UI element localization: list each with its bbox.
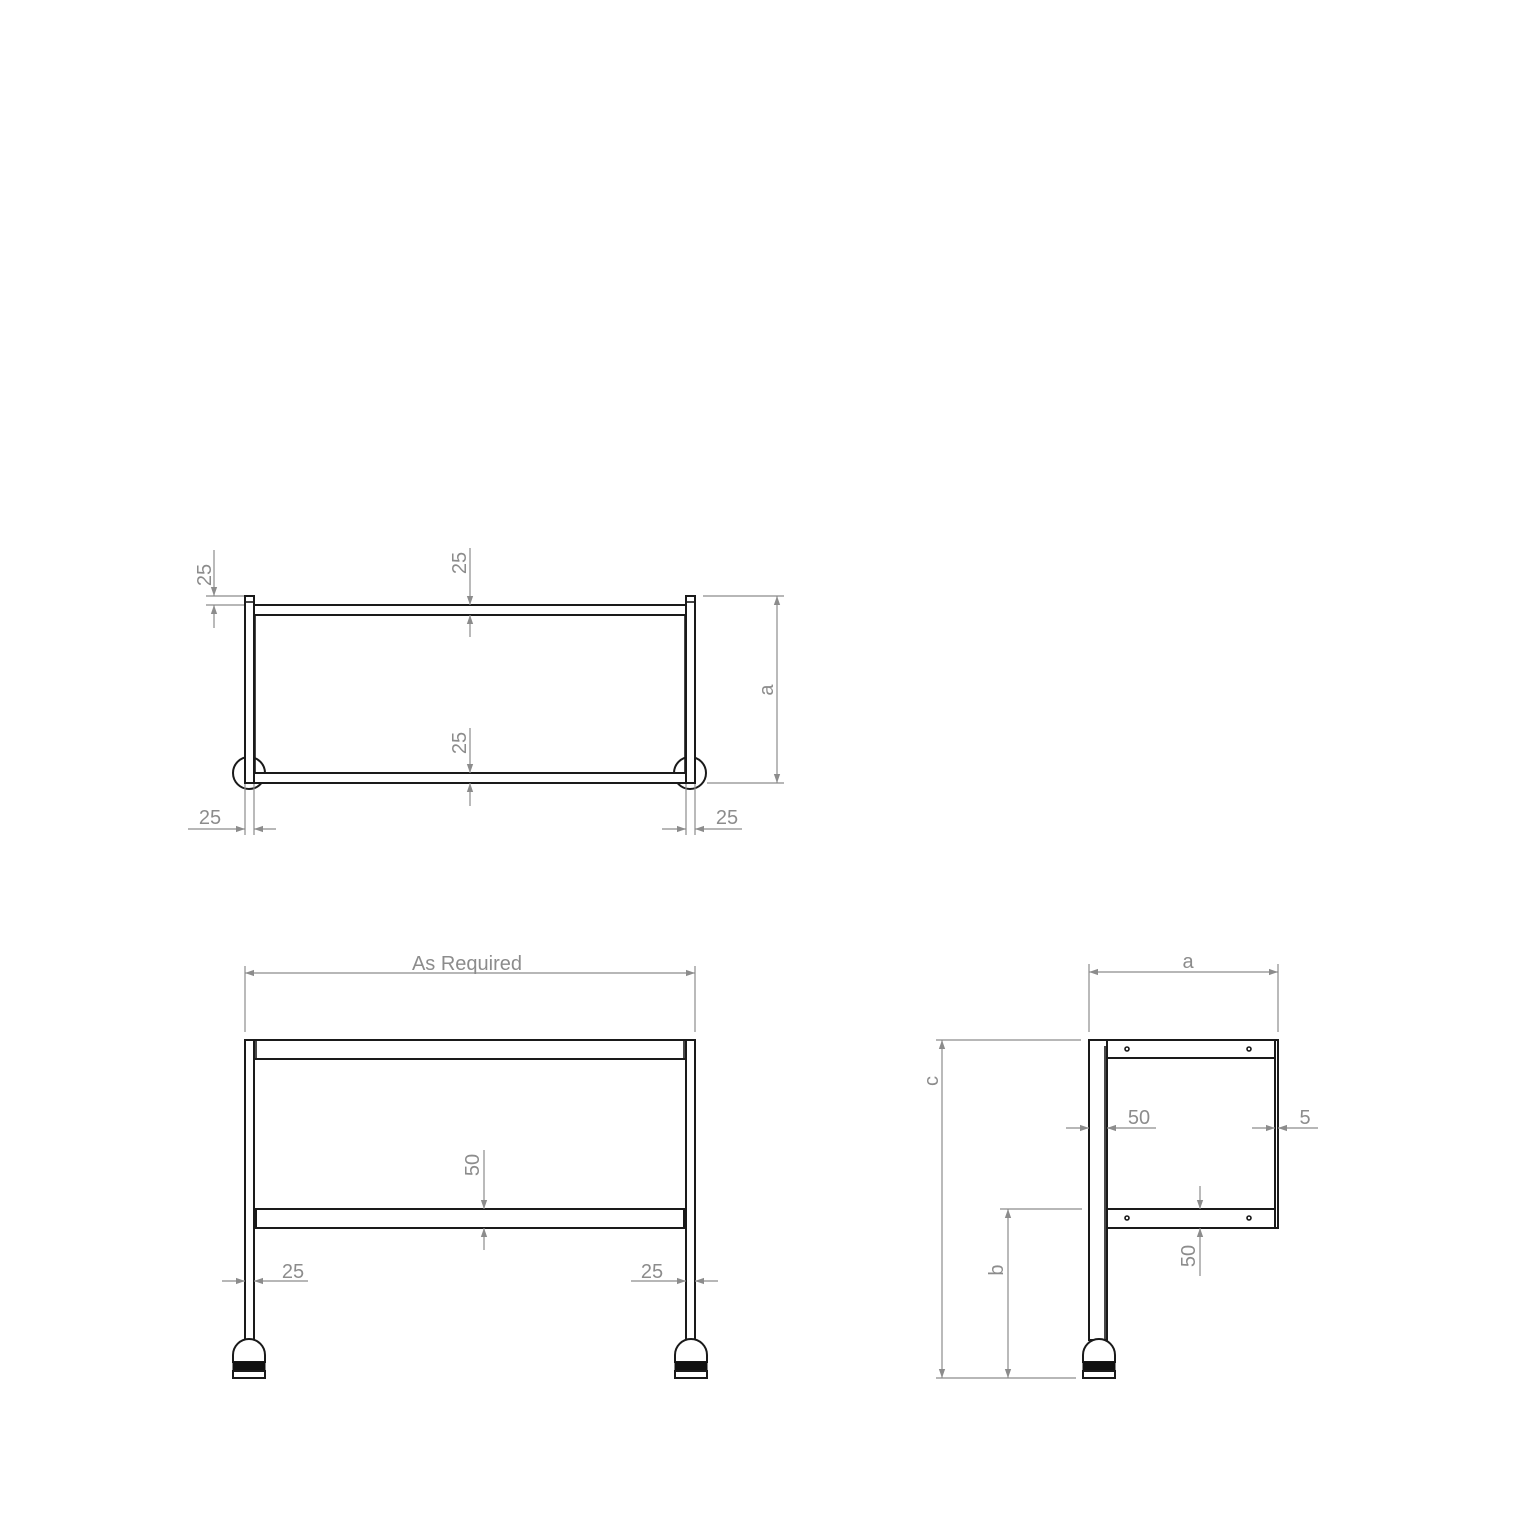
plan-post-left	[244, 595, 255, 784]
side-castor	[1082, 1338, 1116, 1379]
front-dim-left-post: 25	[222, 1261, 308, 1285]
plan-dim-right-post-label: 25	[716, 807, 738, 829]
side-dim-post: 50	[1066, 1107, 1156, 1132]
plan-dim-top-left: 25	[194, 550, 244, 628]
front-dim-lower-rail: 50	[462, 1150, 488, 1250]
plan-dim-right-post: 25	[662, 784, 742, 835]
front-top-rail	[253, 1039, 687, 1060]
plan-dim-top-rail-label: 25	[449, 552, 471, 574]
plan-dim-bottom-rail: 25	[449, 728, 474, 806]
side-dim-lower-height-label: b	[986, 1264, 1008, 1275]
front-lower-rail	[255, 1208, 685, 1229]
plan-dim-top-rail: 25	[449, 548, 474, 637]
plan-dim-left-post: 25	[188, 784, 276, 835]
plan-view: 25 25 25 a 25	[188, 548, 784, 835]
side-dim-lower-rail-label: 50	[1178, 1245, 1200, 1267]
front-dim-left-post-label: 25	[282, 1261, 304, 1283]
side-dim-depth-label: a	[1182, 951, 1194, 973]
plan-dim-left-post-label: 25	[199, 807, 221, 829]
front-dim-right-post: 25	[631, 1261, 718, 1285]
plan-dim-depth: a	[703, 595, 784, 784]
front-castor-left	[232, 1338, 266, 1379]
side-dim-post-label: 50	[1128, 1107, 1150, 1129]
side-dim-lower-rail: 50	[1178, 1186, 1204, 1276]
side-dim-total-height-label: c	[921, 1076, 943, 1086]
side-view: a c b 50 5	[921, 951, 1318, 1379]
plan-dim-depth-label: a	[756, 684, 778, 696]
front-dim-lower-rail-label: 50	[462, 1154, 484, 1176]
side-end-plate	[1274, 1039, 1279, 1229]
side-bolt-top-left	[1124, 1046, 1130, 1052]
front-dim-right-post-label: 25	[641, 1261, 663, 1283]
front-post-left	[244, 1039, 255, 1341]
plan-dim-top-left-label: 25	[194, 564, 216, 586]
side-bolt-top-right	[1246, 1046, 1252, 1052]
front-view: As Required 50 25 25	[222, 953, 718, 1379]
side-dim-total-height: c	[921, 1039, 1081, 1379]
plan-dim-bottom-rail-label: 25	[449, 732, 471, 754]
side-dim-end-plate-label: 5	[1299, 1107, 1310, 1129]
side-dim-depth: a	[1088, 951, 1279, 1032]
front-post-right	[685, 1039, 696, 1341]
side-bolt-bottom-right	[1246, 1215, 1252, 1221]
plan-post-right	[685, 595, 696, 784]
side-dim-end-plate: 5	[1252, 1107, 1318, 1132]
side-bolt-bottom-left	[1124, 1215, 1130, 1221]
side-dim-lower-height: b	[986, 1208, 1082, 1378]
front-dim-width-label: As Required	[412, 953, 522, 975]
front-castor-right	[674, 1338, 708, 1379]
plan-bottom-rail	[253, 772, 687, 784]
plan-top-rail	[253, 604, 687, 616]
front-dim-width: As Required	[244, 953, 696, 1032]
